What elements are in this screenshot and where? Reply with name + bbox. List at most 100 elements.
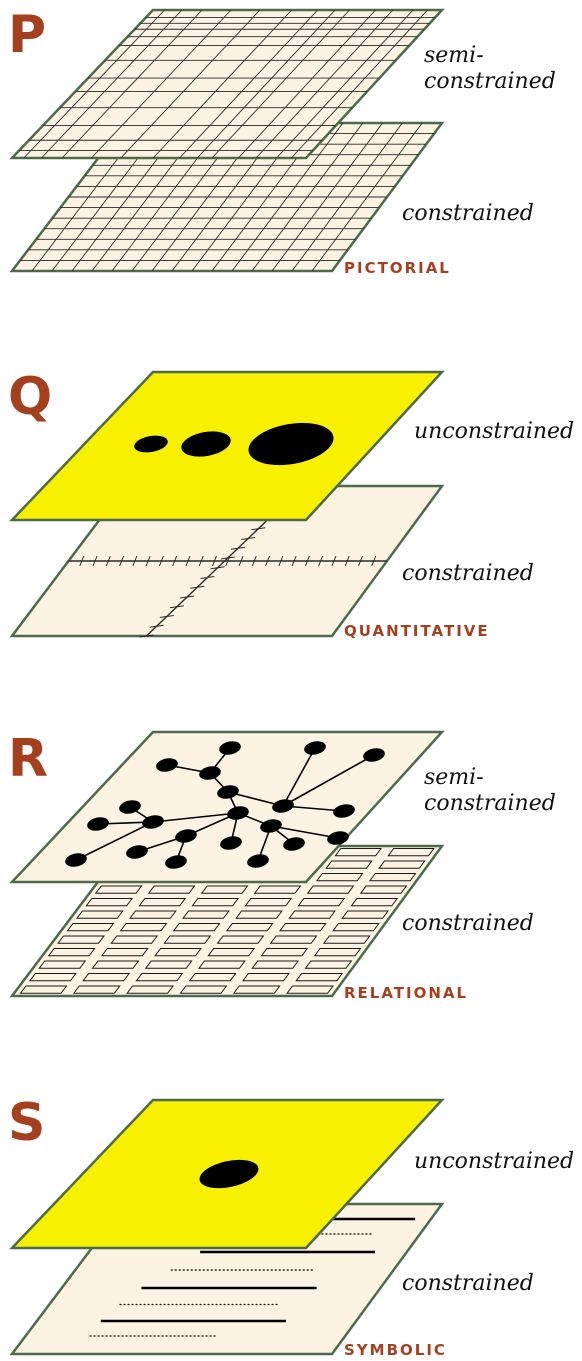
tree-node: [119, 800, 141, 814]
axis-tick: [238, 555, 244, 567]
array-box: [359, 885, 408, 894]
tree-node: [65, 853, 87, 867]
array-box: [334, 848, 382, 857]
grid-line: [152, 9, 293, 159]
axis-tick: [180, 595, 195, 599]
array-box: [378, 860, 426, 869]
lower-plane-label: constrained: [402, 1271, 534, 1296]
tree-node: [304, 741, 326, 755]
panel-pictorial: P semi- constrained constrained PICTORIA…: [8, 5, 556, 277]
array-box: [182, 910, 230, 919]
array-box: [94, 885, 143, 894]
grid-line: [238, 9, 376, 159]
panel-letter-r: R: [8, 729, 48, 789]
array-box: [341, 910, 389, 919]
ticked-axes: [68, 517, 387, 638]
axis-tick: [304, 555, 310, 567]
axis-tick: [331, 555, 337, 567]
tree-node: [327, 831, 349, 845]
array-box: [225, 923, 274, 932]
tree-link: [282, 747, 316, 807]
grid-line: [276, 9, 414, 159]
array-box: [207, 948, 256, 957]
axis-tick: [119, 555, 125, 567]
grid-line: [23, 9, 165, 159]
tree-node: [272, 799, 294, 813]
array-box: [82, 973, 131, 982]
axis-tick: [132, 555, 138, 567]
axis-tick: [92, 555, 98, 567]
tree-node: [333, 804, 355, 818]
tree-node: [227, 806, 249, 820]
tree-link: [75, 821, 154, 861]
axis-tick: [251, 527, 266, 531]
panel-letter-s: S: [8, 1093, 45, 1153]
array-box: [188, 973, 237, 982]
array-box: [57, 935, 105, 944]
axis-tick: [159, 615, 174, 618]
tree-link: [270, 825, 339, 839]
axis-tick: [149, 624, 164, 628]
grid-line: [290, 9, 428, 159]
large-blob: [248, 422, 334, 466]
array-box: [72, 985, 121, 994]
axis-tick: [190, 585, 205, 589]
axis-tick: [241, 537, 256, 540]
irregular-grid-lines: [19, 9, 436, 159]
axis-tick: [145, 555, 151, 567]
array-box: [242, 973, 290, 982]
axis-tick: [210, 566, 225, 570]
array-box: [75, 910, 124, 919]
grid-line: [41, 9, 183, 159]
upper-plane-irregular-grid: [9, 8, 445, 160]
array-box: [288, 910, 336, 919]
upper-plane-label-line-1: semi-: [424, 765, 484, 790]
array-box: [172, 923, 221, 932]
grid-line: [211, 9, 350, 159]
lower-plane-label: constrained: [402, 201, 534, 226]
upper-plane-label: unconstrained: [414, 1149, 574, 1174]
array-box: [179, 985, 228, 994]
upper-plane-label-line-2: constrained: [424, 791, 556, 816]
single-blob: [199, 1159, 259, 1189]
axis-tick: [278, 555, 284, 567]
array-box: [163, 935, 212, 944]
array-box: [66, 923, 115, 932]
array-box: [244, 898, 293, 907]
tree-node: [199, 766, 221, 780]
array-box: [119, 923, 168, 932]
axis-tick: [291, 555, 297, 567]
array-box: [368, 873, 417, 882]
small-blob: [134, 435, 168, 453]
axis-tick: [169, 605, 184, 609]
panel-relational: R semi- constrained constrained RELATION…: [8, 729, 556, 1002]
axis-tick: [200, 576, 215, 579]
array-box: [28, 973, 77, 982]
panel-symbolic: S unconstrained constrained SYMBOLIC: [8, 1093, 574, 1359]
array-box: [260, 948, 309, 957]
axis-tick: [212, 555, 217, 567]
category-label-relational: RELATIONAL: [344, 984, 468, 1002]
lower-plane-label: constrained: [402, 911, 534, 936]
axis-tick: [251, 555, 257, 567]
axis-tick: [318, 555, 324, 567]
array-box: [147, 885, 196, 894]
array-box: [135, 973, 184, 982]
array-box: [313, 948, 362, 957]
tree-node: [156, 758, 178, 772]
array-box: [350, 898, 399, 907]
tree-node: [219, 741, 241, 755]
tree-node: [220, 836, 242, 850]
array-box: [306, 885, 355, 894]
axis-tick: [172, 555, 178, 567]
medium-blob: [181, 431, 231, 457]
axis-tick: [371, 555, 377, 567]
category-label-quantitative: QUANTITATIVE: [344, 622, 490, 640]
array-box: [304, 960, 353, 969]
tree-node: [165, 855, 187, 869]
array-box: [295, 973, 344, 982]
axis-tick: [139, 634, 154, 638]
lower-plane-label: constrained: [402, 561, 534, 586]
node-link-tree: [65, 741, 385, 869]
